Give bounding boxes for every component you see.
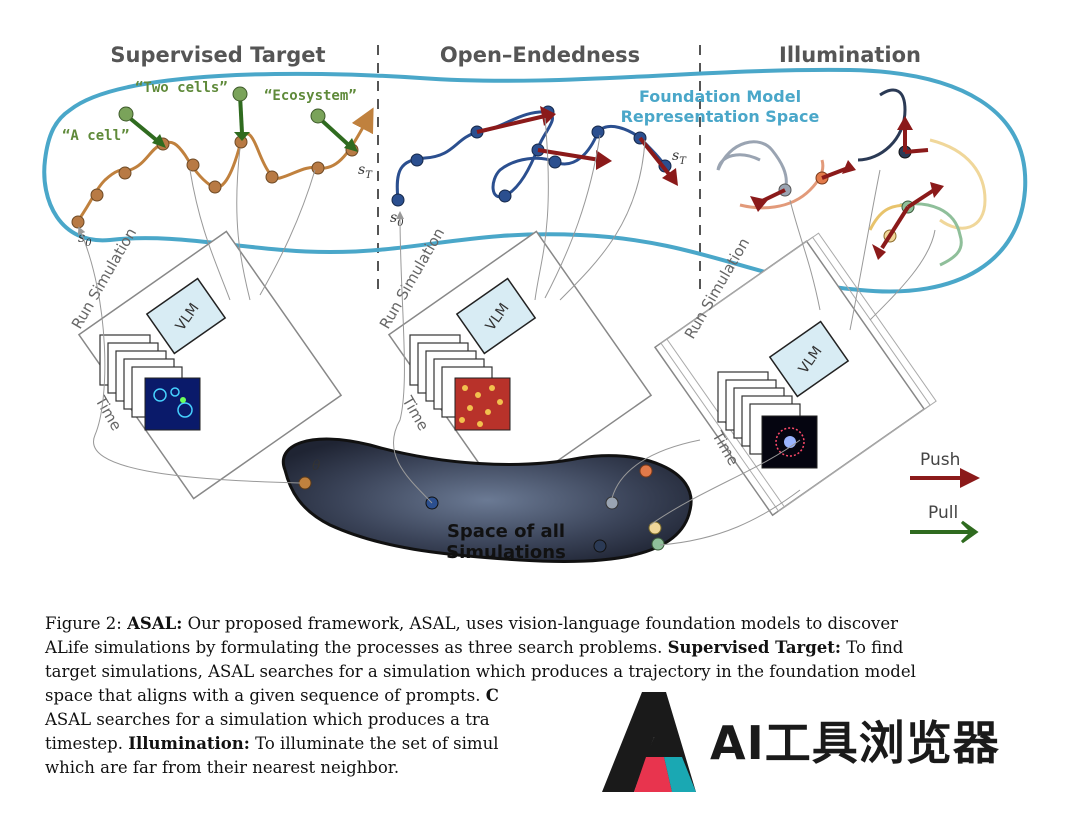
frame-stack bbox=[99, 334, 183, 418]
push-arrows-open-endedness bbox=[476, 114, 674, 180]
section-title-supervised: Supervised Target bbox=[110, 43, 325, 67]
watermark: AI工具浏览器 bbox=[592, 683, 1032, 803]
push-arrows-illumination bbox=[759, 128, 936, 250]
pull-heads bbox=[152, 132, 358, 152]
caption-line-4: space that aligns with a given sequence … bbox=[45, 686, 499, 705]
prompt-ecosystem: “Ecosystem” bbox=[264, 88, 357, 104]
caption-line-1: Figure 2: ASAL: Our proposed framework, … bbox=[45, 614, 899, 633]
parameter-points bbox=[298, 464, 665, 553]
supervised-points bbox=[71, 135, 359, 229]
theta-label: θ bbox=[312, 458, 321, 474]
particle-core bbox=[784, 436, 796, 448]
supervised-sT: sT bbox=[358, 162, 373, 181]
space-label-2: Simulations bbox=[446, 542, 566, 563]
legend-pull-label: Pull bbox=[928, 503, 958, 523]
oe-sT: sT bbox=[672, 148, 687, 167]
sim-frame-cells bbox=[144, 377, 201, 431]
frame-stack bbox=[717, 371, 801, 455]
push-heads-oe bbox=[540, 106, 678, 186]
section-title-illumination: Illumination bbox=[779, 43, 921, 67]
caption-line-5: ASAL searches for a simulation which pro… bbox=[45, 710, 490, 729]
cell-texture bbox=[153, 387, 193, 418]
legend-pull-head bbox=[960, 520, 979, 544]
connector-arrows bbox=[77, 117, 936, 546]
watermark-logo-icon bbox=[602, 692, 696, 792]
prompt-a-cell: “A cell” bbox=[62, 128, 129, 144]
caption-line-7: which are far from their nearest neighbo… bbox=[45, 758, 400, 777]
supervised-s0: s0 bbox=[78, 230, 92, 249]
legend-push-head bbox=[960, 468, 980, 488]
cell-dot bbox=[180, 397, 186, 403]
watermark-text: AI工具浏览器 bbox=[710, 716, 1000, 770]
caption-line-2: ALife simulations by formulating the pro… bbox=[45, 638, 904, 657]
space-label-1: Space of all bbox=[447, 521, 565, 542]
fm-space-label-1: Foundation Model bbox=[639, 87, 801, 106]
prompt-two-cells: “Two cells” bbox=[135, 80, 228, 96]
particle-cloud bbox=[775, 427, 805, 457]
oe-s0: s0 bbox=[390, 210, 404, 229]
caption-line-6: timestep. Illumination: To illuminate th… bbox=[45, 734, 499, 753]
caption-line-3: target simulations, ASAL searches for a … bbox=[45, 662, 916, 681]
sim-panel-supervised: Run Simulation Time VLM bbox=[68, 225, 343, 500]
sim-panel-illumination: Run Simulation Time VLM bbox=[653, 232, 937, 517]
figure-caption: Figure 2: ASAL: Our proposed framework, … bbox=[45, 612, 1035, 780]
section-title-open-endedness: Open–Endedness bbox=[440, 43, 640, 67]
legend-push-label: Push bbox=[920, 450, 960, 470]
prompt-points bbox=[118, 86, 326, 124]
fm-space-label-2: Representation Space bbox=[621, 107, 820, 126]
sim-panel-open-endedness: Run Simulation Time VLM bbox=[376, 225, 653, 500]
space-of-simulations-blob bbox=[281, 437, 693, 564]
ecosystem-texture bbox=[459, 385, 503, 427]
asal-framework-figure: Supervised Target Open–Endedness Illumin… bbox=[42, 43, 1028, 564]
foundation-model-space bbox=[42, 67, 1028, 294]
push-heads-illum bbox=[750, 116, 944, 260]
